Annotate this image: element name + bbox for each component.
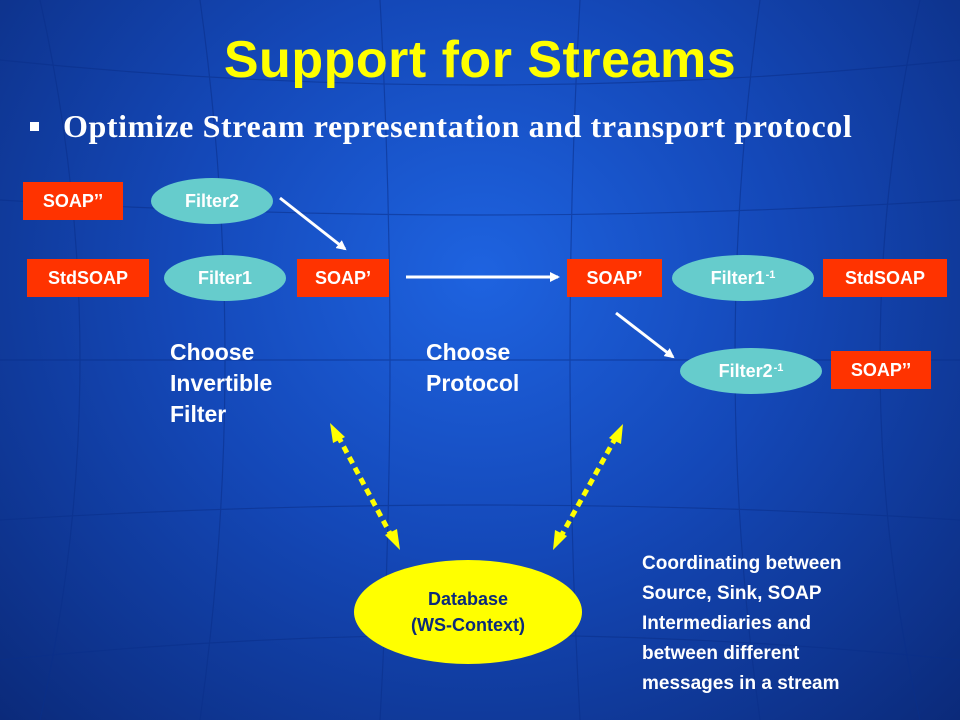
soap-prime-box-left: SOAP’ — [297, 259, 389, 297]
filter2-inverse-ellipse: Filter2-1 — [680, 348, 822, 394]
soap-prime-box-right: SOAP’ — [567, 259, 662, 297]
filter1-inverse-ellipse: Filter1-1 — [672, 255, 814, 301]
stdsoap-box-right: StdSOAP — [823, 259, 947, 297]
filter2-inverse-exponent: -1 — [773, 362, 784, 374]
coordination-line: Intermediaries and — [642, 613, 811, 634]
filter1-inverse-label: Filter1 — [710, 267, 765, 288]
bullet-square-icon — [30, 122, 39, 131]
arrow-soap-prime-to-filter2-inverse — [615, 311, 675, 359]
choose-filter-line: Filter — [170, 401, 227, 427]
choose-protocol-line: Choose — [426, 339, 511, 365]
choose-protocol-label: Choose Protocol — [426, 337, 519, 399]
choose-protocol-line: Protocol — [426, 370, 520, 396]
coordination-note: Coordinating between Source, Sink, SOAP … — [642, 549, 952, 699]
choose-filter-line: Invertible — [170, 370, 273, 396]
database-sublabel: (WS-Context) — [411, 615, 525, 635]
bullet-text: Optimize Stream representation and trans… — [63, 108, 853, 144]
coordination-line: Source, Sink, SOAP — [642, 583, 822, 604]
double-arrow-protocol-database — [553, 424, 623, 550]
soap-double-prime-box-bottom: SOAP’’ — [831, 351, 931, 389]
coordination-line: between different — [642, 643, 800, 664]
filter1-inverse-exponent: -1 — [765, 269, 776, 281]
soap-double-prime-box-top: SOAP’’ — [23, 182, 123, 220]
filter2-ellipse: Filter2 — [151, 178, 273, 224]
database-label: Database — [427, 589, 509, 609]
stdsoap-box-left: StdSOAP — [27, 259, 149, 297]
choose-invertible-filter-label: Choose Invertible Filter — [170, 337, 272, 430]
slide-title: Support for Streams — [223, 31, 737, 89]
bullet-item: Optimize Stream representation and trans… — [30, 108, 852, 145]
database-ellipse: Database (WS-Context) — [354, 560, 582, 664]
coordination-line: Coordinating between — [642, 553, 842, 574]
coordination-line: messages in a stream — [642, 673, 840, 694]
arrow-filter2-to-soap-prime — [279, 196, 347, 251]
filter1-ellipse: Filter1 — [164, 255, 286, 301]
double-arrow-filter-database — [330, 423, 400, 550]
filter2-inverse-label: Filter2 — [718, 360, 773, 381]
choose-filter-line: Choose — [170, 339, 255, 365]
